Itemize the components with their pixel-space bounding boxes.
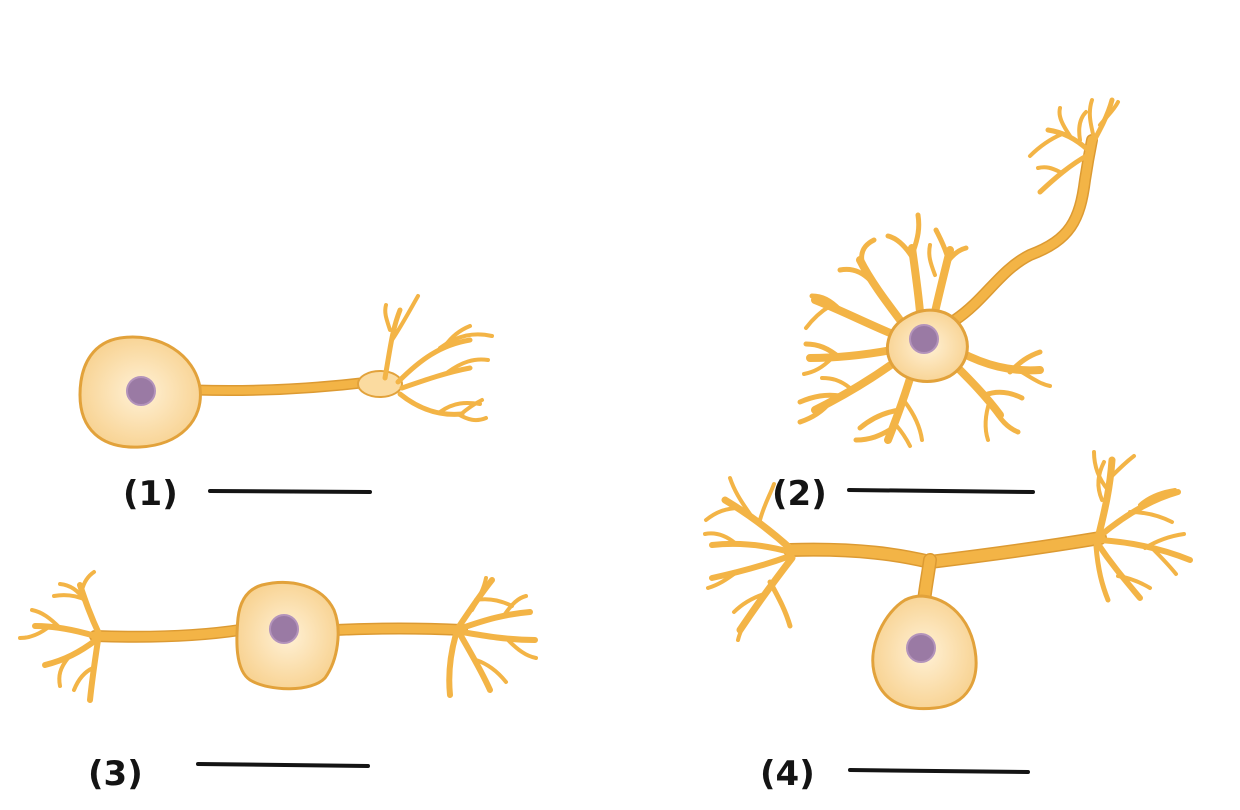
neuron-4-right-branches [1092, 450, 1193, 603]
label-3-group: (3) [88, 754, 370, 794]
answer-blank-2[interactable] [847, 488, 1035, 494]
neuron-1 [78, 294, 494, 449]
neuron-3-left-branches [18, 570, 103, 703]
neuron-3-nucleus [269, 614, 299, 644]
neuron-3-right-branches [446, 576, 538, 698]
neuron-4 [703, 450, 1193, 711]
neuron-2-nucleus [909, 324, 939, 354]
label-4-group: (4) [760, 754, 1030, 794]
label-2-group: (2) [772, 474, 1035, 514]
answer-blank-1[interactable] [208, 489, 372, 494]
neuron-4-nucleus [906, 633, 936, 663]
neuron-2 [797, 97, 1120, 448]
label-1: (1) [123, 474, 178, 514]
neuron-3 [18, 570, 538, 703]
neuron-1-nucleus [126, 376, 156, 406]
label-3: (3) [88, 754, 143, 794]
label-1-group: (1) [123, 474, 372, 514]
label-4: (4) [760, 754, 815, 794]
answer-blank-3[interactable] [196, 762, 370, 768]
answer-blank-4[interactable] [848, 768, 1030, 774]
neuron-1-terminal-branches [382, 294, 494, 423]
neuron-2-axon-terminals [1028, 97, 1120, 195]
neuron-4-left-branches [703, 476, 796, 642]
label-2: (2) [772, 474, 827, 514]
